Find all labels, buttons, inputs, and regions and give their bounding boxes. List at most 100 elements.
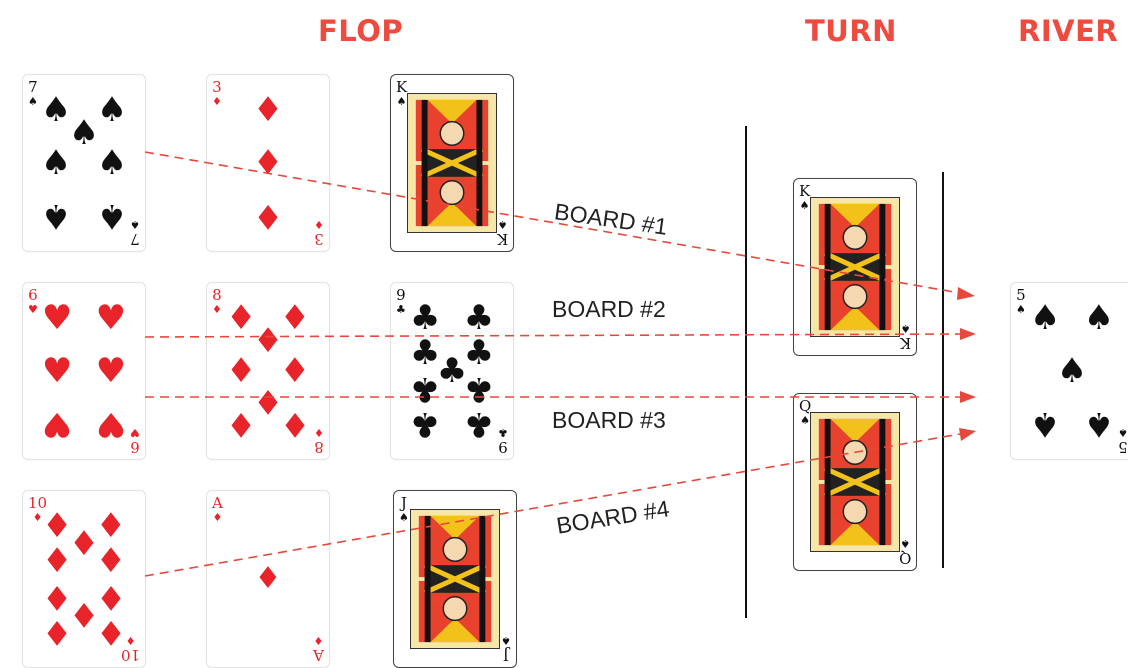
suit-pip-icon: ♠ (1084, 407, 1114, 441)
card-rank: 6 (28, 288, 38, 303)
suit-icon: ♠ (1118, 427, 1128, 438)
suit-icon: ♠ (800, 200, 810, 211)
suit-pip-icon: ♣ (464, 372, 494, 406)
board-1-label: BOARD #1 (553, 198, 669, 241)
suit-pip-icon: ♥ (96, 354, 126, 388)
river-heading: RIVER (1018, 14, 1118, 48)
suit-pip-icon: ♥ (96, 301, 126, 335)
suit-icon: ♠ (501, 635, 511, 646)
card-rank: 9 (498, 439, 508, 454)
suit-pip-icon: ♥ (42, 354, 72, 388)
suit-pip-icon: ♠ (1030, 301, 1060, 335)
card-corner-index: 5♠ (1118, 427, 1128, 454)
card-corner-index: K♠ (396, 80, 407, 107)
suit-pip-icon: ♦ (255, 564, 282, 594)
card-rank: 5 (1016, 288, 1026, 303)
turn-1-card: K♠K♠ (793, 178, 917, 356)
card-rank: J (401, 496, 407, 511)
suit-pip-icon: ♦ (280, 407, 310, 441)
suit-pip-icon: ♠ (41, 146, 71, 180)
suit-icon: ♥ (28, 304, 38, 315)
suit-pip-icon: ♣ (410, 407, 440, 441)
flop-2-3-card: 9♣9♣♣♣♣♣♣♣♣♣♣ (390, 282, 514, 460)
suit-pip-icon: ♠ (1084, 301, 1114, 335)
suit-icon: ♣ (498, 427, 508, 438)
suit-icon: ♥ (130, 427, 140, 438)
card-rank: 9 (396, 288, 406, 303)
suit-pip-icon: ♦ (69, 597, 99, 631)
flop-heading: FLOP (318, 14, 403, 48)
river-card: 5♠5♠♠♠♠♠♠ (1010, 282, 1128, 460)
suit-pip-icon: ♠ (69, 116, 99, 150)
card-rank: Q (899, 550, 911, 565)
suit-pip-icon: ♦ (226, 407, 256, 441)
suit-icon: ♦ (212, 512, 222, 523)
card-corner-index: 3♦ (314, 219, 324, 246)
card-rank: 8 (212, 288, 222, 303)
suit-icon: ♠ (28, 96, 38, 107)
suit-pip-icon: ♦ (96, 544, 126, 578)
turn-heading: TURN (805, 14, 897, 48)
card-rank: K (799, 184, 810, 199)
suit-pip-icon: ♦ (96, 509, 126, 543)
card-rank: 8 (314, 439, 324, 454)
card-rank: 7 (28, 80, 38, 95)
suit-icon: ♦ (126, 635, 136, 646)
flop-3-2-card: A♦A♦♦ (206, 490, 330, 668)
suit-pip-icon: ♦ (42, 615, 72, 649)
suit-pip-icon: ♣ (410, 372, 440, 406)
suit-pip-icon: ♣ (464, 336, 494, 370)
suit-pip-icon: ♠ (1030, 407, 1060, 441)
suit-pip-icon: ♥ (42, 407, 72, 441)
suit-pip-icon: ♦ (42, 544, 72, 578)
card-rank: 5 (1118, 439, 1128, 454)
card-rank: A (313, 647, 324, 662)
card-corner-index: 7♠ (130, 219, 140, 246)
card-rank: K (497, 231, 508, 246)
card-corner-index: K♠ (900, 323, 911, 350)
card-rank: K (396, 80, 407, 95)
suit-pip-icon: ♠ (97, 93, 127, 127)
suit-pip-icon: ♦ (253, 199, 283, 233)
card-corner-index: 5♠ (1016, 288, 1026, 315)
suit-icon: ♠ (399, 512, 409, 523)
suit-icon: ♦ (314, 427, 324, 438)
card-rank: A (212, 496, 223, 511)
suit-pip-icon: ♦ (96, 580, 126, 614)
card-corner-index: J♠ (501, 635, 511, 662)
flop-3-1-card: 10♦10♦♦♦♦♦♦♦♦♦♦♦ (22, 490, 146, 668)
suit-icon: ♦ (212, 96, 222, 107)
suit-icon: ♠ (800, 415, 810, 426)
flop-1-2-card: 3♦3♦♦♦♦ (206, 74, 330, 252)
card-rank: 3 (314, 231, 324, 246)
suit-pip-icon: ♠ (97, 199, 127, 233)
flop-1-1-card: 7♠7♠♠♠♠♠♠♠♠ (22, 74, 146, 252)
suit-pip-icon: ♣ (464, 407, 494, 441)
card-corner-index: 8♦ (212, 288, 222, 315)
card-corner-index: 7♠ (28, 80, 38, 107)
card-corner-index: K♠ (799, 184, 810, 211)
suit-icon: ♠ (397, 96, 407, 107)
suit-pip-icon: ♥ (42, 301, 72, 335)
board-3-label: BOARD #3 (552, 407, 666, 434)
suit-icon: ♠ (1016, 304, 1026, 315)
card-corner-index: 3♦ (212, 80, 222, 107)
card-corner-index: 6♥ (28, 288, 38, 315)
suit-pip-icon: ♦ (280, 354, 310, 388)
suit-icon: ♠ (497, 219, 507, 230)
suit-pip-icon: ♦ (280, 301, 310, 335)
card-rank: K (900, 335, 911, 350)
card-rank: J (503, 647, 509, 662)
card-corner-index: Q♠ (899, 538, 911, 565)
card-rank: 6 (130, 439, 140, 454)
flop-3-3-card: J♠J♠ (393, 490, 517, 668)
suit-icon: ♣ (396, 304, 406, 315)
card-corner-index: A♦ (212, 496, 223, 523)
suit-pip-icon: ♠ (41, 199, 71, 233)
board-2-label: BOARD #2 (552, 296, 666, 323)
court-figure-image (407, 93, 497, 233)
suit-pip-icon: ♣ (410, 301, 440, 335)
suit-pip-icon: ♠ (1057, 354, 1087, 388)
card-rank: 3 (212, 80, 222, 95)
